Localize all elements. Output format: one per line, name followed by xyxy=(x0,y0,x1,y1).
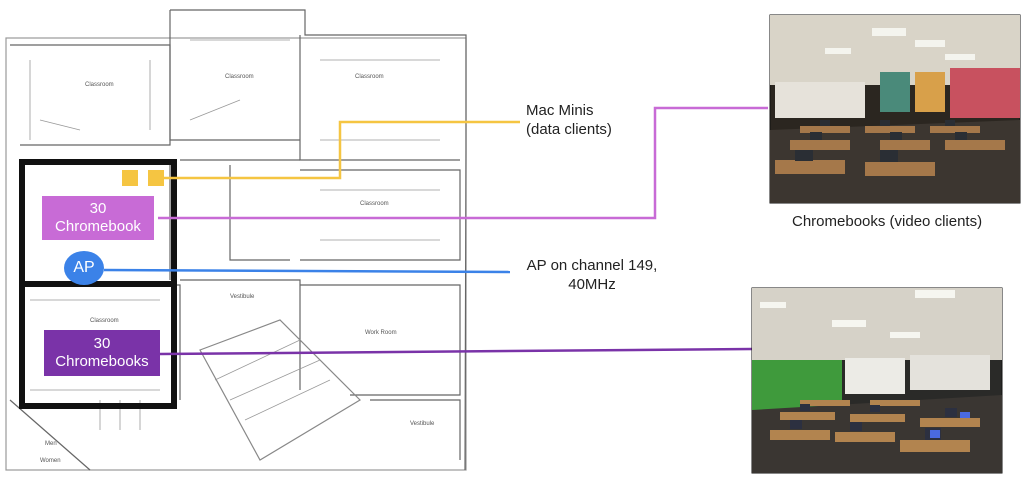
room-label: Classroom xyxy=(360,201,389,207)
classroom-photo-upper xyxy=(769,14,1021,204)
chromebook-group-lower: 30 Chromebooks xyxy=(44,330,160,376)
ap-bandwidth: 40MHz xyxy=(568,276,616,293)
mac-minis-line xyxy=(158,120,520,180)
room-label: Vestibule xyxy=(230,294,255,300)
mac-minis-callout: Mac Minis (data clients) xyxy=(526,101,612,139)
chromebook-count: 30 xyxy=(93,335,111,352)
mac-minis-title: Mac Minis xyxy=(526,102,594,119)
ap-line xyxy=(103,268,511,274)
chromebook-label: Chromebooks xyxy=(55,353,149,370)
ap-label: AP xyxy=(73,259,95,276)
room-label: Classroom xyxy=(90,318,119,324)
chromebook-video-line xyxy=(158,106,768,220)
classroom-photo-lower xyxy=(751,287,1003,474)
chromebook-group-upper: 30 Chromebook xyxy=(42,196,154,240)
ap-callout: AP on channel 149, 40MHz xyxy=(516,256,668,294)
room-label: Men xyxy=(45,441,57,447)
room-label: Classroom xyxy=(225,74,254,80)
access-point-badge: AP xyxy=(64,251,104,285)
mac-mini-marker xyxy=(122,170,138,186)
room-label: Classroom xyxy=(355,74,384,80)
chromebooks-lower-line xyxy=(159,347,753,356)
classroom-highlight-lower xyxy=(19,281,177,409)
room-label: Vestibule xyxy=(410,421,435,427)
chromebook-label: Chromebook xyxy=(55,218,141,235)
room-label: Work Room xyxy=(365,330,397,336)
chromebooks-video-caption: Chromebooks (video clients) xyxy=(792,213,983,230)
mac-mini-marker xyxy=(148,170,164,186)
room-label: Classroom xyxy=(85,82,114,88)
chromebook-count: 30 xyxy=(89,200,107,217)
room-label: Women xyxy=(40,458,61,464)
ap-channel: AP on channel 149, xyxy=(526,257,658,274)
mac-minis-subtitle: (data clients) xyxy=(526,121,612,138)
